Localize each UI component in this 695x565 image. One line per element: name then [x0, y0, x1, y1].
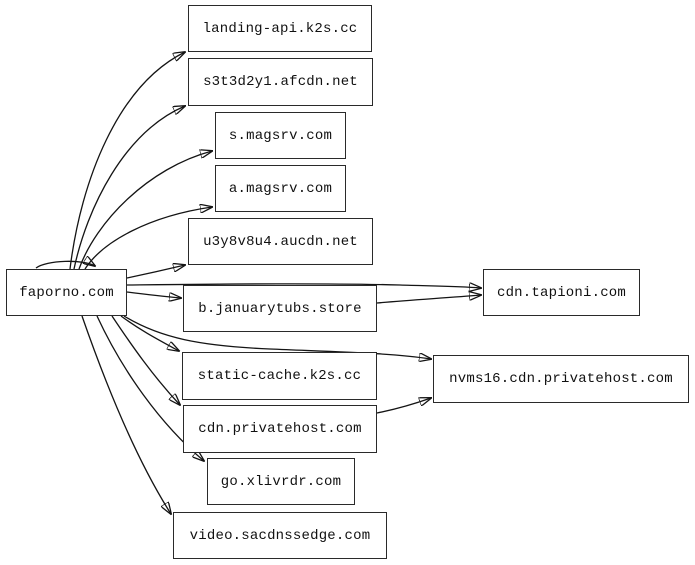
edge-faporno-cdn-privatehost — [111, 315, 180, 405]
node-label: video.sacdnssedge.com — [189, 527, 371, 544]
node-label: b.januarytubs.store — [198, 300, 362, 317]
node-label: cdn.tapioni.com — [496, 284, 627, 301]
node-label: cdn.privatehost.com — [198, 421, 362, 437]
node-b-januarytubs-store: b.januarytubs.store — [183, 285, 377, 332]
edge-b-januarytubs-cdn-tapioni — [376, 295, 481, 304]
node-faporno-com: faporno.com — [6, 269, 127, 316]
node-static-cache-k2s-cc: static-cache.k2s.cc — [182, 352, 377, 400]
node-label: u3y8v8u4.aucdn.net — [203, 233, 358, 250]
node-label: a.magsrv.com — [228, 180, 333, 197]
node-go-xlivrdr-com: go.xlivrdr.com — [207, 458, 355, 505]
edge-faporno-cdn-tapioni — [126, 284, 481, 288]
edge-faporno-b-januarytubs — [126, 291, 181, 298]
node-label: s.magsrv.com — [228, 127, 333, 144]
node-cdn-privatehost-com: cdn.privatehost.com — [183, 405, 377, 453]
edge-faporno-nvms16 — [123, 315, 431, 359]
node-s3t3d2y1-afcdn-net: s3t3d2y1.afcdn.net — [188, 58, 373, 106]
node-label: nvms16.cdn.privatehost.com — [449, 371, 673, 387]
edge-faporno-s-magsrv — [78, 151, 212, 270]
node-s-magsrv-com: s.magsrv.com — [215, 112, 346, 159]
node-video-sacdnssedge-com: video.sacdnssedge.com — [173, 512, 387, 559]
node-label: go.xlivrdr.com — [220, 473, 342, 490]
edge-faporno-u3y8v8u4 — [126, 265, 185, 279]
edge-faporno-landing-api — [69, 52, 185, 270]
node-label: faporno.com — [19, 284, 114, 301]
edge-faporno-video-sacdnssedge — [81, 315, 171, 514]
node-nvms16-cdn-privatehost-com: nvms16.cdn.privatehost.com — [433, 355, 689, 403]
edge-faporno-static-cache — [120, 315, 179, 351]
node-u3y8v8u4-aucdn-net: u3y8v8u4.aucdn.net — [188, 218, 373, 265]
node-a-magsrv-com: a.magsrv.com — [215, 165, 346, 212]
edge-faporno-s3t3d2y1 — [73, 106, 185, 270]
node-cdn-tapioni-com: cdn.tapioni.com — [483, 269, 640, 316]
edge-cdn-privatehost-nvms16 — [376, 398, 431, 414]
node-label: landing-api.k2s.cc — [202, 20, 358, 37]
node-label: static-cache.k2s.cc — [197, 368, 362, 384]
node-landing-api-k2s-cc: landing-api.k2s.cc — [188, 5, 372, 52]
node-label: s3t3d2y1.afcdn.net — [203, 74, 358, 90]
edge-faporno-self-loop — [35, 261, 95, 269]
